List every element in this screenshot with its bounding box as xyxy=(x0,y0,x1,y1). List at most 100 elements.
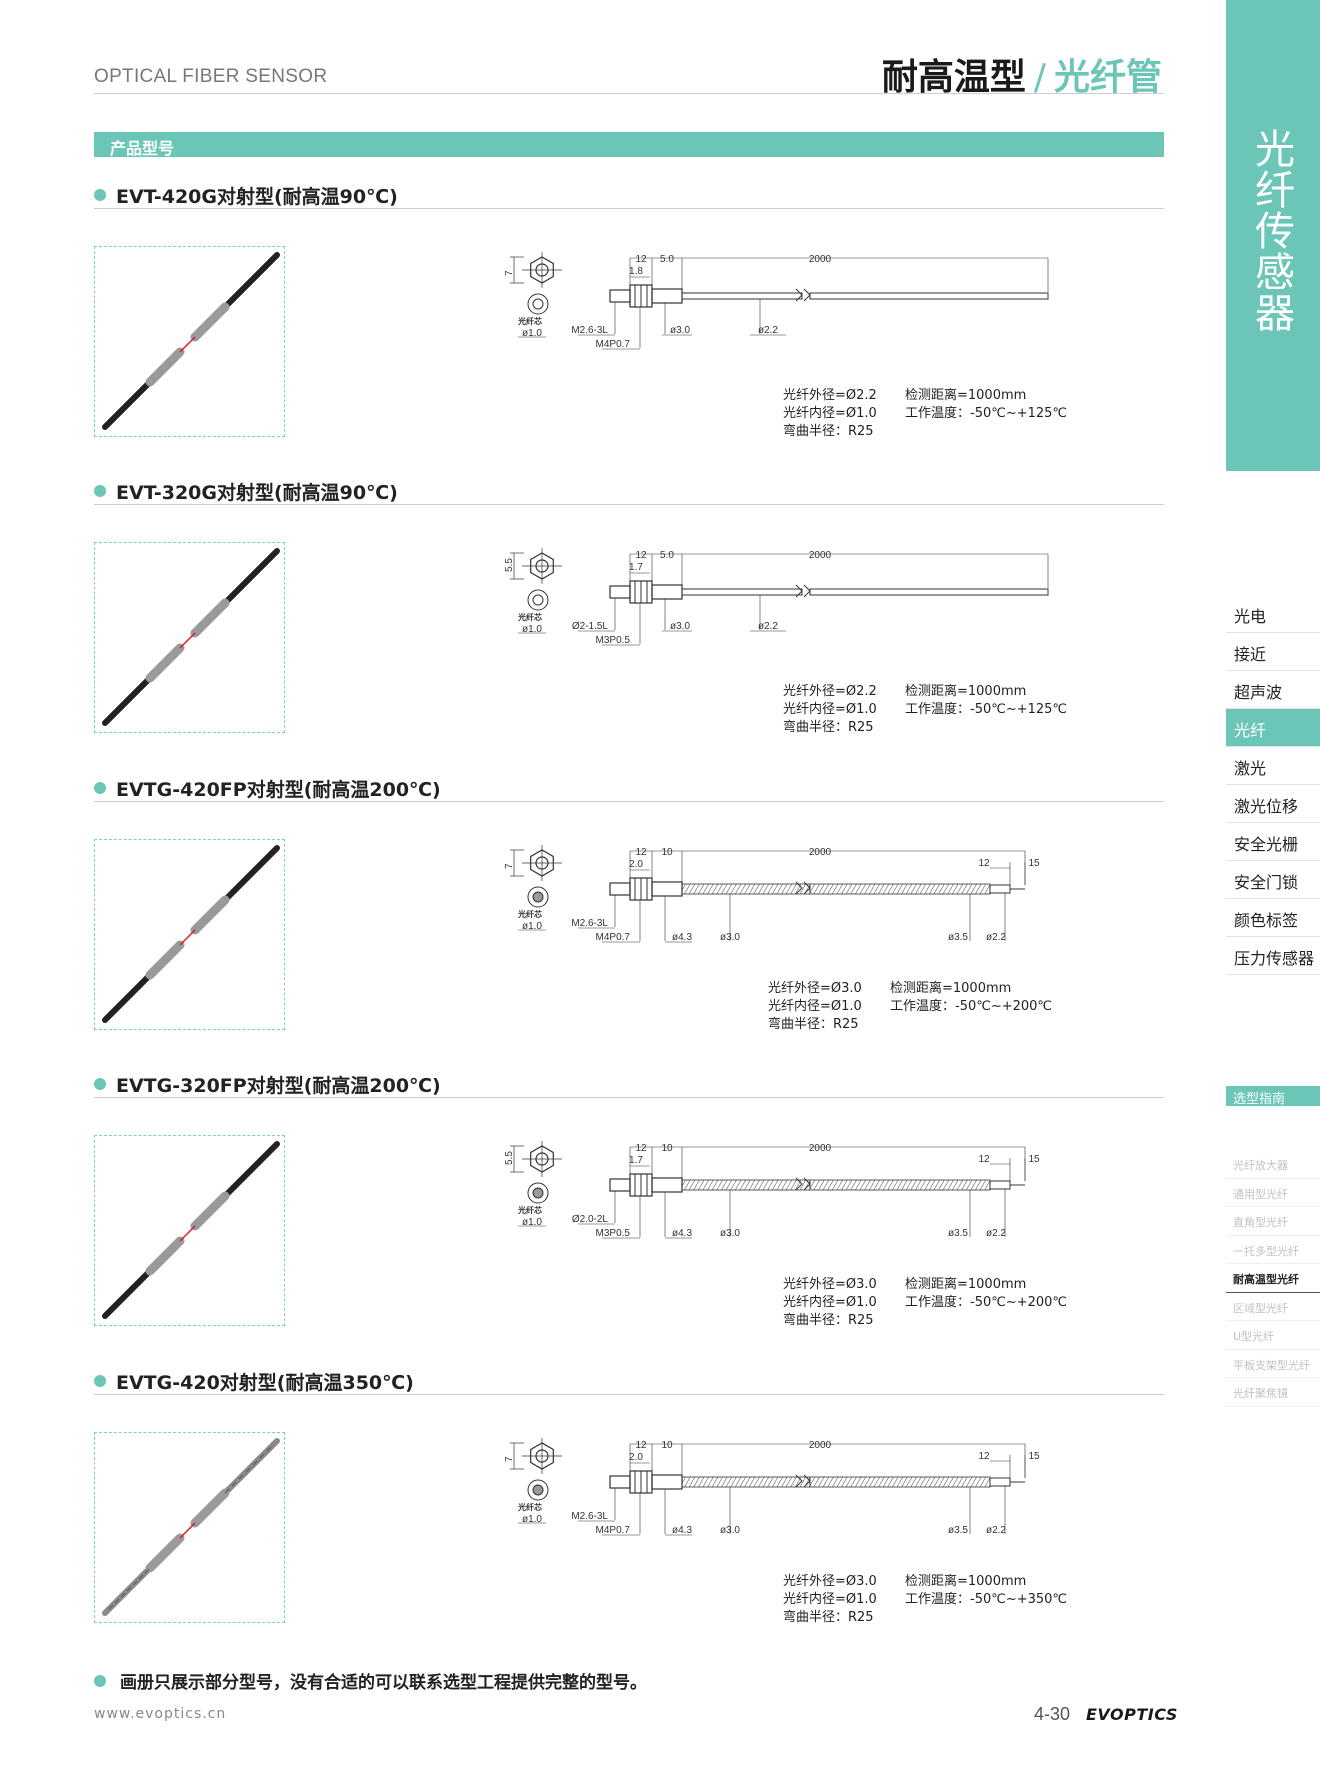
dim-diameter-2: ø3.0 xyxy=(720,1228,740,1239)
brand-logo: EVOPTICS xyxy=(1086,1705,1178,1724)
dim-tip-length: 12 xyxy=(978,1451,990,1462)
guide-item[interactable]: 通用型光纤 xyxy=(1226,1179,1320,1207)
dim-length-total: 2000 xyxy=(809,254,832,265)
side-nav-item[interactable]: 超声波 xyxy=(1226,671,1320,709)
guide-item[interactable]: 光纤聚焦镜 xyxy=(1226,1378,1320,1407)
dim-thread-2: M4P0.7 xyxy=(596,1525,631,1536)
fiber-probe-illustration xyxy=(102,845,280,1023)
spec-bend: 弯曲半径：R25 xyxy=(768,1017,859,1032)
dim-diameter-2: ø2.2 xyxy=(758,325,778,336)
spec-inner: 光纤内径=Ø1.0 xyxy=(783,406,877,421)
dim-thread-pitch: 1.7 xyxy=(629,562,643,573)
page-title: 耐高温型/光纤管 xyxy=(882,48,1162,100)
guide-item[interactable]: 耐高温型光纤 xyxy=(1226,1264,1320,1293)
side-nav-item[interactable]: 光纤 xyxy=(1226,709,1320,747)
bullet-dot xyxy=(94,189,106,201)
dim-tip-extension: 15 xyxy=(1028,858,1040,869)
dim-length-1: 12 xyxy=(635,550,647,561)
side-nav-item[interactable]: 接近 xyxy=(1226,633,1320,671)
dim-diameter-1: ø3.0 xyxy=(670,325,690,336)
header-divider xyxy=(94,93,1164,94)
guide-item[interactable]: 一托多型光纤 xyxy=(1226,1236,1320,1264)
fiber-core-label: 光纤芯 xyxy=(517,1502,542,1512)
spec-temp: 工作温度：-50℃~+350℃ xyxy=(905,1592,1068,1607)
side-category-panel xyxy=(1226,0,1320,471)
spec-temp: 工作温度：-50℃~+125℃ xyxy=(905,702,1068,717)
page-number: 4-30 xyxy=(1034,1704,1071,1724)
guide-item[interactable]: 光纤放大器 xyxy=(1226,1150,1320,1179)
side-nav-item[interactable]: 安全门锁 xyxy=(1226,861,1320,899)
side-nav-item[interactable]: 压力传感器 xyxy=(1226,937,1320,975)
fiber-core-diameter: ø1.0 xyxy=(522,921,542,932)
dim-diameter-1: ø4.3 xyxy=(672,932,692,943)
dim-diameter-2: ø3.0 xyxy=(720,932,740,943)
guide-item[interactable]: 直角型光纤 xyxy=(1226,1207,1320,1236)
hex-size-label: 7 xyxy=(504,270,515,276)
bullet-dot xyxy=(94,1078,106,1090)
product-title-text: EVTG-320FP对射型(耐高温200℃) xyxy=(116,1075,441,1097)
spec-temp: 工作温度：-50℃~+200℃ xyxy=(890,999,1053,1014)
side-category-title: 光纤传感器 xyxy=(1255,127,1295,337)
fiber-core-label: 光纤芯 xyxy=(517,316,542,326)
product-photo xyxy=(94,1135,285,1326)
guide-item[interactable]: 区域型光纤 xyxy=(1226,1293,1320,1321)
footer-url[interactable]: www.evoptics.cn xyxy=(94,1706,227,1722)
dim-tip-length: 12 xyxy=(978,858,990,869)
dim-tip-extension: 15 xyxy=(1028,1451,1040,1462)
spec-temp: 工作温度：-50℃~+200℃ xyxy=(905,1295,1068,1310)
spec-distance: 检测距离=1000mm xyxy=(905,684,1027,699)
dim-thread-2: M3P0.5 xyxy=(596,1228,631,1239)
dim-length-1: 12 xyxy=(635,1143,647,1154)
side-nav-item[interactable]: 激光 xyxy=(1226,747,1320,785)
guide-item[interactable]: U型光纤 xyxy=(1226,1321,1320,1350)
dim-length-total: 2000 xyxy=(809,550,832,561)
spec-inner: 光纤内径=Ø1.0 xyxy=(783,1295,877,1310)
dim-length-1: 12 xyxy=(635,847,647,858)
section-divider xyxy=(94,1097,1164,1098)
side-nav-item[interactable]: 光电 xyxy=(1226,595,1320,633)
product-title: EVTG-320FP对射型(耐高温200℃) xyxy=(94,1071,441,1098)
dim-diameter-4: ø2.2 xyxy=(986,932,1006,943)
hex-size-label: 5.5 xyxy=(504,1151,515,1165)
fiber-probe-illustration xyxy=(102,252,280,430)
section-divider xyxy=(94,801,1164,802)
spec-inner: 光纤内径=Ø1.0 xyxy=(783,702,877,717)
page-title-sub: 光纤管 xyxy=(1053,57,1162,98)
dim-thread-1: M2.6-3L xyxy=(571,325,608,336)
dim-diameter-3: ø3.5 xyxy=(948,1525,968,1536)
fiber-core-diameter: ø1.0 xyxy=(522,328,542,339)
page-title-main: 耐高温型 xyxy=(881,57,1026,98)
dim-thread-pitch: 2.0 xyxy=(629,1452,643,1463)
spec-outer: 光纤外径=Ø3.0 xyxy=(783,1574,877,1589)
dim-diameter-4: ø2.2 xyxy=(986,1525,1006,1536)
dim-length-total: 2000 xyxy=(809,847,832,858)
spec-distance: 检测距离=1000mm xyxy=(890,981,1012,996)
side-nav-item[interactable]: 颜色标签 xyxy=(1226,899,1320,937)
product-photo xyxy=(94,246,285,437)
side-nav-item[interactable]: 激光位移 xyxy=(1226,785,1320,823)
product-title: EVT-420G对射型(耐高温90℃) xyxy=(94,182,398,209)
footnote-text: 画册只展示部分型号，没有合适的可以联系选型工程提供完整的型号。 xyxy=(120,1673,647,1693)
side-nav-item[interactable]: 安全光栅 xyxy=(1226,823,1320,861)
dim-thread-2: M4P0.7 xyxy=(596,339,631,350)
dim-diameter-2: ø3.0 xyxy=(720,1525,740,1536)
dim-length-total: 2000 xyxy=(809,1143,832,1154)
fiber-core-diameter: ø1.0 xyxy=(522,624,542,635)
dim-diameter-1: ø4.3 xyxy=(672,1228,692,1239)
section-divider xyxy=(94,208,1164,209)
dim-thread-pitch: 1.7 xyxy=(629,1155,643,1166)
fiber-probe-illustration xyxy=(102,548,280,726)
dim-diameter-2: ø2.2 xyxy=(758,621,778,632)
dim-diameter-4: ø2.2 xyxy=(986,1228,1006,1239)
guide-item[interactable]: 平板支架型光纤 xyxy=(1226,1350,1320,1378)
